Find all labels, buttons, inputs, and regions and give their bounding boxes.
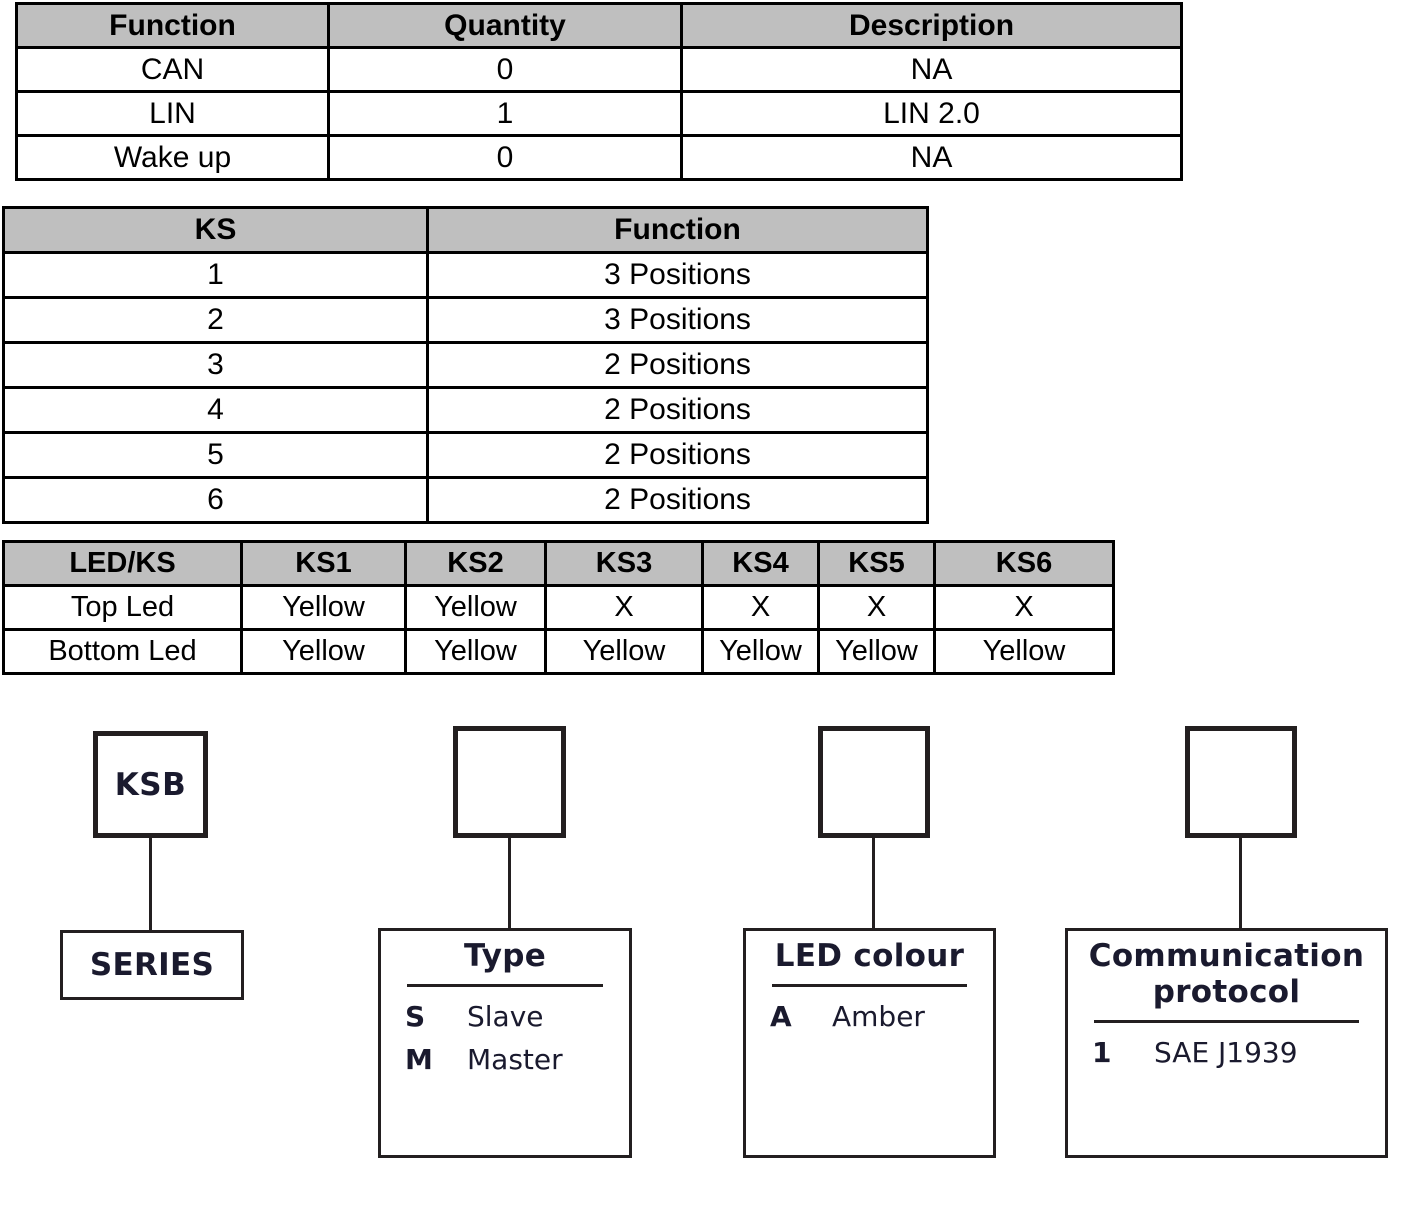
column-header-ks4: KS4 (701, 540, 820, 587)
cell-function: 2 Positions (426, 386, 929, 434)
cell-ks5: X (817, 584, 936, 631)
cell-ks6: X (933, 584, 1115, 631)
leaf-box-led-colour: LED colour A Amber (743, 928, 996, 1158)
code-box-series: KSB (93, 731, 208, 838)
column-header-function: Function (426, 206, 929, 254)
ks-positions-table: KS Function 1 3 Positions 2 3 Positions … (2, 206, 929, 524)
column-header-ks1: KS1 (240, 540, 407, 587)
table-row: 6 2 Positions (2, 476, 929, 524)
column-header-ks5: KS5 (817, 540, 936, 587)
column-header-ks3: KS3 (544, 540, 704, 587)
table-row: LIN 1 LIN 2.0 (15, 90, 1183, 137)
column-header-ks: KS (2, 206, 429, 254)
cell-quantity: 0 (327, 134, 683, 181)
table-row: 1 3 Positions (2, 251, 929, 299)
table-row: Top Led Yellow Yellow X X X X (2, 584, 1115, 631)
cell-function: LIN (15, 90, 330, 137)
cell-ks3: X (544, 584, 704, 631)
code-box-series-label: KSB (114, 766, 187, 803)
table-row: 3 2 Positions (2, 341, 929, 389)
cell-function: 3 Positions (426, 251, 929, 299)
leaf-divider-type (407, 983, 603, 987)
connector-line-type (508, 838, 511, 928)
table-header-row: Function Quantity Description (15, 2, 1183, 49)
connector-line-led-colour (872, 838, 875, 928)
part-number-breakdown-diagram: KSB SERIES Type S Slave M Master LED col… (0, 700, 1425, 1200)
table-row: 5 2 Positions (2, 431, 929, 479)
cell-description: NA (680, 46, 1183, 93)
cell-ks: 2 (2, 296, 429, 344)
option-desc: Amber (832, 999, 925, 1033)
cell-ks5: Yellow (817, 628, 936, 675)
column-header-description: Description (680, 2, 1183, 49)
column-header-function: Function (15, 2, 330, 49)
communication-features-table: Function Quantity Description CAN 0 NA L… (15, 2, 1183, 181)
leaf-box-type: Type S Slave M Master (378, 928, 632, 1158)
leaf-divider-led-colour (772, 983, 967, 987)
table-row: 2 3 Positions (2, 296, 929, 344)
option-row: 1 SAE J1939 (1092, 1035, 1371, 1070)
option-row: S Slave (405, 999, 615, 1034)
cell-ks4: Yellow (701, 628, 820, 675)
column-header-ks2: KS2 (404, 540, 547, 587)
cell-function: CAN (15, 46, 330, 93)
cell-function: 2 Positions (426, 476, 929, 524)
cell-ks: 3 (2, 341, 429, 389)
option-desc: Slave (467, 999, 544, 1033)
cell-ks6: Yellow (933, 628, 1115, 675)
option-code: S (405, 999, 426, 1033)
leaf-box-series: SERIES (60, 930, 244, 1000)
code-box-communication-protocol (1185, 726, 1297, 838)
cell-ks2: Yellow (404, 584, 547, 631)
option-code: 1 (1092, 1035, 1112, 1069)
option-row: A Amber (770, 999, 979, 1034)
code-box-type (453, 726, 566, 838)
table-row: Bottom Led Yellow Yellow Yellow Yellow Y… (2, 628, 1115, 675)
option-code: M (405, 1042, 433, 1076)
cell-ks2: Yellow (404, 628, 547, 675)
column-header-led-ks: LED/KS (2, 540, 243, 587)
cell-quantity: 1 (327, 90, 683, 137)
cell-ks: 1 (2, 251, 429, 299)
cell-description: LIN 2.0 (680, 90, 1183, 137)
connector-line-series (149, 838, 152, 930)
cell-ks: 6 (2, 476, 429, 524)
cell-led-label: Top Led (2, 584, 243, 631)
table-row: Wake up 0 NA (15, 134, 1183, 181)
leaf-box-communication-protocol: Communication protocol 1 SAE J1939 (1065, 928, 1388, 1158)
cell-function: 2 Positions (426, 341, 929, 389)
leaf-title-led-colour: LED colour (774, 938, 965, 974)
cell-quantity: 0 (327, 46, 683, 93)
table-row: CAN 0 NA (15, 46, 1183, 93)
cell-ks1: Yellow (240, 584, 407, 631)
table-row: 4 2 Positions (2, 386, 929, 434)
option-desc: Master (467, 1042, 563, 1076)
cell-function: Wake up (15, 134, 330, 181)
leaf-title-series: SERIES (89, 946, 215, 983)
column-header-ks6: KS6 (933, 540, 1115, 587)
option-desc: SAE J1939 (1154, 1035, 1298, 1069)
leaf-divider-communication-protocol (1094, 1019, 1359, 1023)
cell-ks: 4 (2, 386, 429, 434)
cell-led-label: Bottom Led (2, 628, 243, 675)
option-code: A (770, 999, 792, 1033)
led-ks-matrix-table: LED/KS KS1 KS2 KS3 KS4 KS5 KS6 Top Led Y… (2, 540, 1115, 675)
option-row: M Master (405, 1042, 615, 1077)
cell-ks1: Yellow (240, 628, 407, 675)
leaf-title-communication-protocol: Communication protocol (1088, 938, 1365, 1010)
cell-function: 3 Positions (426, 296, 929, 344)
column-header-quantity: Quantity (327, 2, 683, 49)
cell-description: NA (680, 134, 1183, 181)
connector-line-communication-protocol (1239, 838, 1242, 928)
cell-function: 2 Positions (426, 431, 929, 479)
table-header-row: LED/KS KS1 KS2 KS3 KS4 KS5 KS6 (2, 540, 1115, 587)
table-header-row: KS Function (2, 206, 929, 254)
cell-ks3: Yellow (544, 628, 704, 675)
cell-ks4: X (701, 584, 820, 631)
cell-ks: 5 (2, 431, 429, 479)
leaf-title-type: Type (463, 938, 547, 974)
code-box-led-colour (818, 726, 930, 838)
